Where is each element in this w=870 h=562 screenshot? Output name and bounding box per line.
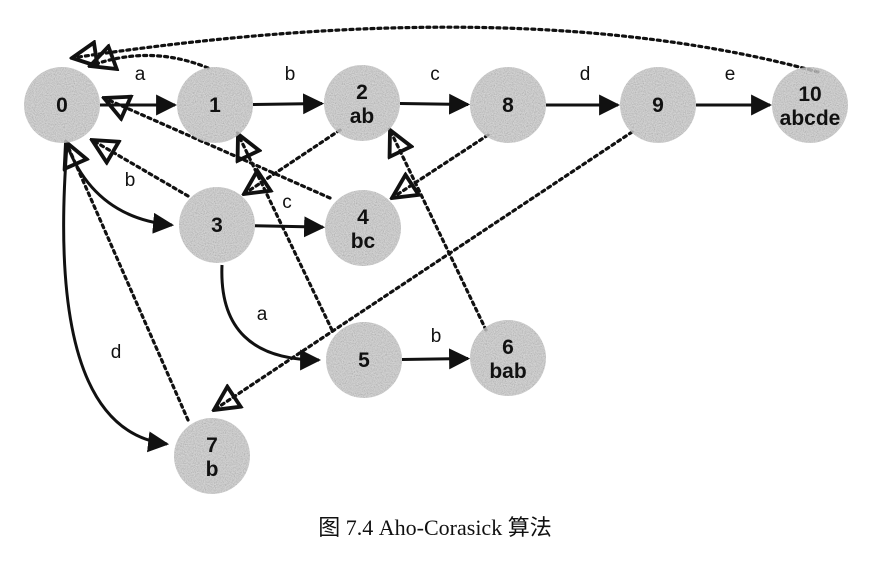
state-1: 1 bbox=[177, 67, 253, 143]
failure-edge-4-0 bbox=[104, 98, 332, 200]
state-6-bubble bbox=[470, 320, 546, 396]
figure-caption: 图 7.4 Aho-Corasick 算法 bbox=[318, 515, 552, 540]
failure-edge-9-7 bbox=[214, 130, 634, 410]
state-0-bubble bbox=[24, 67, 100, 143]
goto-edge-label-5-6: b bbox=[431, 326, 442, 347]
failure-edge-6-2 bbox=[390, 130, 488, 332]
state-1-id: 1 bbox=[209, 94, 221, 117]
failure-edge-8-4 bbox=[392, 133, 490, 198]
state-10-bubble bbox=[772, 67, 848, 143]
failure-edge-10-0 bbox=[72, 25, 820, 74]
goto-edge-label-1-2: b bbox=[285, 64, 296, 85]
state-8: 8 bbox=[470, 67, 546, 143]
state-2-output: ab bbox=[350, 105, 375, 128]
state-10-output: abcde bbox=[780, 107, 841, 130]
goto-edge-2-8 bbox=[399, 93, 471, 115]
goto-edge-1-2 bbox=[252, 93, 325, 115]
state-5: 5 bbox=[326, 322, 402, 398]
failure-edges bbox=[66, 25, 820, 422]
goto-edge-label-2-8: c bbox=[430, 64, 440, 85]
goto-edge-label-3-5: a bbox=[257, 304, 268, 325]
state-4-bubble bbox=[325, 190, 401, 266]
state-1-bubble bbox=[177, 67, 253, 143]
state-6-output: bab bbox=[489, 360, 526, 383]
state-7-bubble bbox=[174, 418, 250, 494]
state-5-id: 5 bbox=[358, 349, 370, 372]
state-9-bubble bbox=[620, 67, 696, 143]
state-7: 7b bbox=[174, 418, 250, 494]
goto-edge-label-0-7: d bbox=[111, 342, 122, 363]
state-8-id: 8 bbox=[502, 94, 514, 117]
state-10-id: 10 bbox=[798, 83, 821, 106]
failure-edge-1-0 bbox=[90, 55, 210, 68]
state-3: 3 bbox=[179, 187, 255, 263]
state-8-bubble bbox=[470, 67, 546, 143]
state-6-id: 6 bbox=[502, 336, 514, 359]
state-2-id: 2 bbox=[356, 81, 368, 104]
state-0: 0 bbox=[24, 67, 100, 143]
state-4-id: 4 bbox=[357, 206, 369, 229]
goto-edge-label-0-1: a bbox=[135, 64, 146, 85]
goto-edge-label-8-9: d bbox=[580, 64, 591, 85]
state-9-id: 9 bbox=[652, 94, 664, 117]
state-3-id: 3 bbox=[211, 214, 223, 237]
goto-edge-3-4 bbox=[254, 216, 326, 238]
state-4-output: bc bbox=[351, 230, 376, 253]
goto-edge-0-7 bbox=[62, 144, 170, 453]
failure-edge-2-3 bbox=[244, 128, 342, 194]
failure-edge-5-1 bbox=[238, 134, 334, 332]
state-7-id: 7 bbox=[206, 434, 218, 457]
goto-edge-label-9-10: e bbox=[725, 64, 736, 85]
state-2: 2ab bbox=[324, 65, 400, 141]
goto-edge-label-3-4: c bbox=[282, 192, 292, 213]
goto-edge-5-6 bbox=[401, 348, 471, 370]
state-4: 4bc bbox=[325, 190, 401, 266]
state-0-id: 0 bbox=[56, 94, 68, 117]
goto-edge-label-0-3: b bbox=[125, 170, 136, 191]
failure-edge-7-0 bbox=[66, 142, 190, 422]
state-7-output: b bbox=[206, 458, 219, 481]
state-3-bubble bbox=[179, 187, 255, 263]
goto-edge-0-3 bbox=[65, 144, 175, 234]
goto-edge-3-5 bbox=[220, 264, 322, 371]
failure-edge-3-0 bbox=[92, 140, 190, 198]
state-2-bubble bbox=[324, 65, 400, 141]
state-9: 9 bbox=[620, 67, 696, 143]
state-5-bubble bbox=[326, 322, 402, 398]
